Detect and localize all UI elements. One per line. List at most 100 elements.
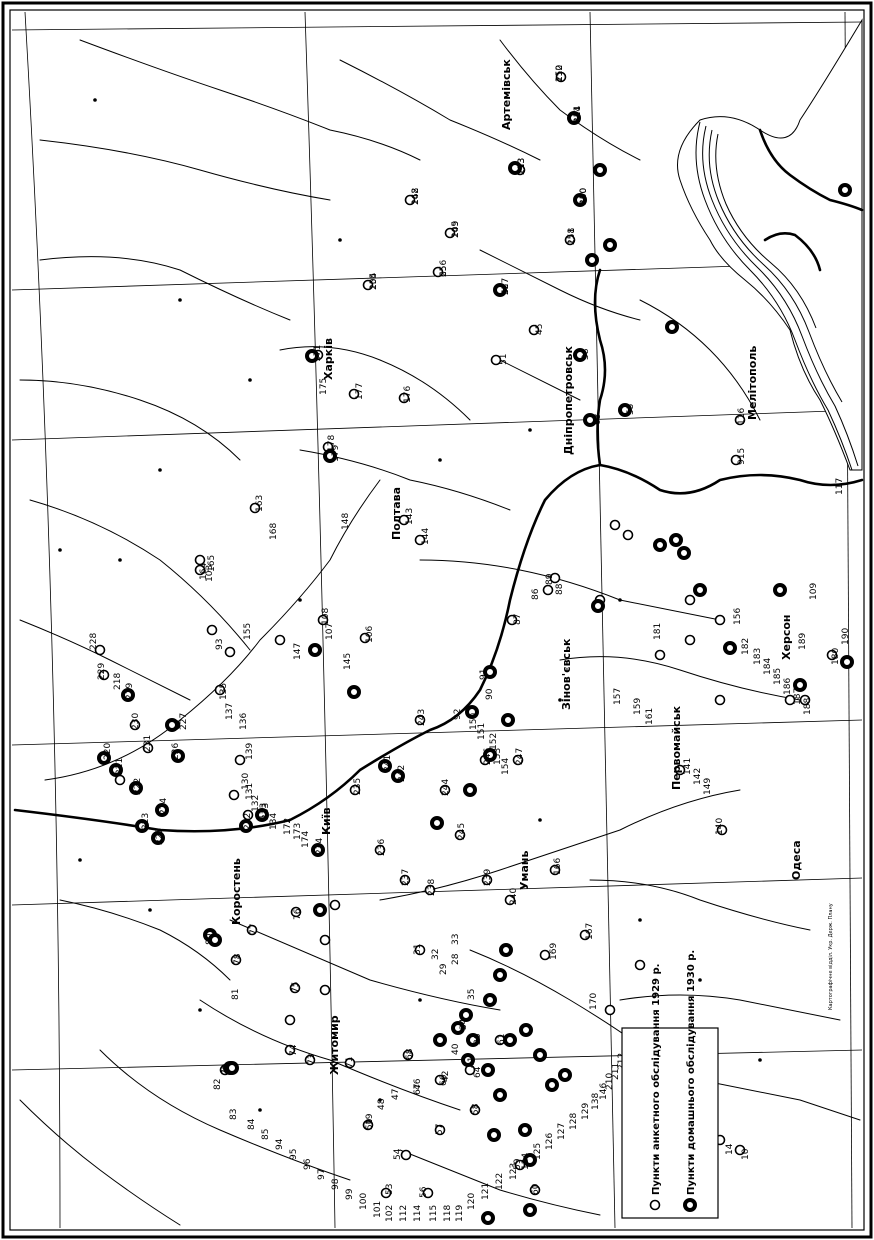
point-number-label: 159 — [633, 698, 643, 715]
point-number-label: 184 — [763, 658, 773, 675]
point-number-label: 76 — [293, 908, 303, 920]
survey-point — [329, 899, 341, 911]
legend-small-label: Пункти анкетного обслідування 1929 р. — [650, 964, 662, 1195]
map-credit: Картографічне відділ. Укр. Держ. Плану — [828, 903, 834, 1010]
survey-point-major — [129, 781, 143, 795]
point-number-label: 253 — [517, 158, 527, 175]
survey-point-major — [487, 1128, 501, 1142]
point-number-label: 100 — [359, 1193, 369, 1210]
survey-point — [422, 1187, 434, 1199]
survey-point — [290, 906, 302, 918]
point-number-label: 230 — [131, 713, 141, 730]
survey-point-major — [151, 831, 165, 845]
point-number-label: 169 — [549, 943, 559, 960]
survey-point — [434, 1074, 446, 1086]
survey-point-major — [573, 193, 587, 207]
survey-point-major — [481, 1211, 495, 1225]
point-number-label: 53 — [385, 1184, 395, 1195]
point-number-label: 235 — [353, 778, 363, 795]
survey-point — [348, 388, 360, 400]
point-number-label: 164 — [199, 563, 209, 580]
point-number-label: 123 — [509, 1163, 519, 1180]
survey-point-major — [593, 163, 607, 177]
point-number-label: 149 — [703, 778, 713, 795]
survey-point-major — [121, 688, 135, 702]
point-number-label: 90 — [485, 688, 495, 700]
point-number-label: 35 — [467, 989, 477, 1000]
point-number-label: 243 — [417, 709, 427, 726]
survey-point-major — [391, 769, 405, 783]
point-number-label: 156 — [733, 608, 743, 625]
survey-point — [349, 784, 361, 796]
point-number-label: 115 — [429, 1205, 439, 1222]
point-number-label: 136 — [239, 713, 249, 730]
survey-point-major — [591, 599, 605, 613]
survey-point — [609, 519, 621, 531]
point-number-label: 88 — [555, 583, 565, 595]
city-label-korosten: Коростень — [230, 858, 243, 925]
point-number-label: 94 — [275, 1138, 285, 1150]
survey-point-major — [493, 1088, 507, 1102]
survey-point — [374, 844, 386, 856]
point-number-label: 141 — [683, 758, 693, 775]
survey-point-major — [603, 238, 617, 252]
survey-point-major — [793, 678, 807, 692]
point-number-label: 40 — [451, 1043, 461, 1055]
survey-point — [398, 514, 410, 526]
point-number-label: 221 — [115, 758, 125, 775]
survey-point — [444, 227, 456, 239]
survey-point-major — [451, 1021, 465, 1035]
survey-point-major — [519, 1023, 533, 1037]
survey-point — [214, 684, 226, 696]
point-number-label: 147 — [293, 643, 303, 660]
city-label-dnipropetrovsk: Дніпропетровськ — [562, 345, 575, 455]
point-number-label: 150 — [469, 713, 479, 730]
point-number-label: 71 — [345, 1057, 355, 1068]
survey-point — [317, 614, 329, 626]
point-number-label: 218 — [113, 673, 123, 690]
point-number-label: 174 — [301, 831, 311, 848]
survey-point — [399, 874, 411, 886]
survey-point-major — [459, 1008, 473, 1022]
survey-point — [362, 279, 374, 291]
point-number-label: 222 — [133, 778, 143, 795]
point-number-label: 59 — [513, 1158, 523, 1170]
point-number-label: 133 — [259, 803, 269, 820]
survey-point-major — [493, 283, 507, 297]
survey-point — [528, 324, 540, 336]
survey-point-major — [109, 763, 123, 777]
survey-point-major — [481, 1063, 495, 1077]
point-number-label: 81 — [231, 989, 241, 1000]
point-number-label: 251 — [567, 228, 577, 245]
survey-point — [579, 929, 591, 941]
survey-point — [674, 764, 686, 776]
point-number-label: 64 — [473, 1066, 483, 1078]
survey-point-major — [545, 1078, 559, 1092]
survey-point — [414, 534, 426, 546]
survey-point-major — [311, 843, 325, 857]
point-number-label: 173 — [293, 823, 303, 840]
point-number-label: 101 — [373, 1201, 383, 1218]
survey-point — [784, 694, 796, 706]
point-number-label: 142 — [693, 768, 703, 785]
inner-frame — [9, 9, 865, 1231]
dnieper-lower — [593, 268, 607, 467]
city-label-kherson: Херсон — [780, 615, 793, 661]
survey-point — [402, 1049, 414, 1061]
survey-point — [284, 1044, 296, 1056]
survey-point — [469, 1104, 481, 1116]
point-number-label: 153 — [493, 748, 503, 765]
survey-point — [529, 1184, 541, 1196]
point-number-label: 57 — [435, 1124, 445, 1135]
point-number-label: 29 — [439, 963, 449, 975]
point-number-label: 244 — [441, 779, 451, 796]
point-number-label: 47 — [391, 1089, 401, 1100]
point-number-label: 185 — [773, 668, 783, 685]
point-number-label: 154 — [501, 758, 511, 775]
point-number-label: 68 — [405, 1048, 415, 1060]
point-number-label: 128 — [569, 1113, 579, 1130]
legend: Пункти анкетного обслідування 1929 р. Пу… — [621, 950, 719, 1219]
point-number-label: 96 — [303, 1158, 313, 1170]
point-number-label: 84 — [247, 1118, 257, 1130]
point-number-label: 51 — [499, 354, 509, 365]
